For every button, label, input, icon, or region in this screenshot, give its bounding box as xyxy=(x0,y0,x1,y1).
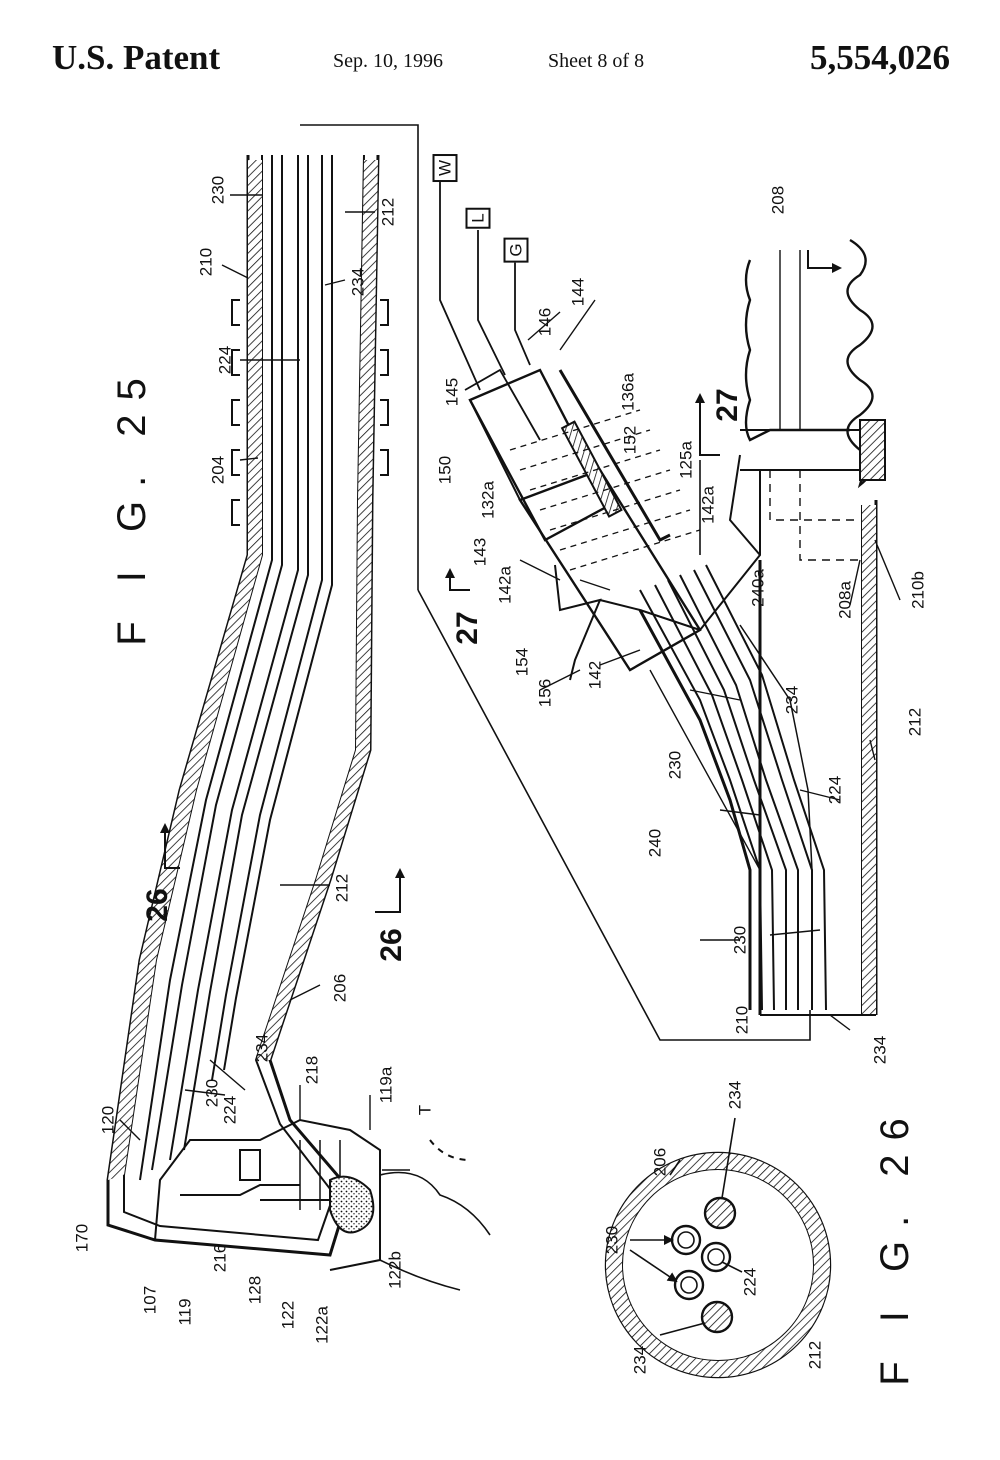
ref-119: 119 xyxy=(175,1298,195,1326)
section-mark-26-upper: 26 xyxy=(141,888,174,922)
ref-156: 156 xyxy=(535,678,555,708)
ref-218: 218 xyxy=(302,1055,322,1085)
ref-212-mid: 212 xyxy=(332,873,352,903)
ref-144: 144 xyxy=(568,277,588,307)
ref-122b: 122b xyxy=(385,1251,405,1289)
sheet-number: Sheet 8 of 8 xyxy=(548,50,645,72)
ref-119a: 119a xyxy=(376,1066,396,1104)
ref-146: 146 xyxy=(535,307,555,337)
ref-210-top: 210 xyxy=(196,247,216,277)
ref-234-mid: 234 xyxy=(782,685,802,715)
ref-152: 152 xyxy=(620,425,640,455)
wire-label-l: L xyxy=(465,207,491,229)
ref-224-top: 224 xyxy=(215,345,235,375)
ref-210: 210 xyxy=(732,1005,752,1035)
ref-132a: 132a xyxy=(478,481,498,519)
leader-lines xyxy=(119,194,901,1171)
ref-230-top: 230 xyxy=(208,175,228,205)
fig27-drawing xyxy=(417,180,886,1041)
ref-206: 206 xyxy=(330,973,350,1003)
ref-208a: 208a xyxy=(835,581,855,619)
ref-136a: 136a xyxy=(618,373,638,411)
ref-fig26-230: 230 xyxy=(602,1225,622,1255)
patent-number: 5,554,026 xyxy=(810,38,950,77)
ref-240: 240 xyxy=(645,828,665,858)
section-mark-26-lower: 26 xyxy=(375,928,408,962)
ref-210b: 210b xyxy=(908,571,928,609)
ref-240a: 240a xyxy=(748,569,768,607)
ref-fig26-206: 206 xyxy=(650,1147,670,1177)
ref-216: 216 xyxy=(210,1243,230,1273)
wire-label-g: G xyxy=(503,237,529,263)
fig25-drawing xyxy=(106,124,491,1291)
ref-204: 204 xyxy=(208,455,228,485)
ref-fig26-212: 212 xyxy=(805,1340,825,1370)
ref-125a: 125a xyxy=(676,441,696,479)
ref-150: 150 xyxy=(435,455,455,485)
patent-label: U.S. Patent xyxy=(52,38,221,77)
ref-224: 224 xyxy=(825,775,845,805)
ref-230-mid: 230 xyxy=(202,1078,222,1108)
patent-date: Sep. 10, 1996 xyxy=(333,50,443,72)
ref-230-low: 230 xyxy=(730,925,750,955)
ref-208: 208 xyxy=(768,185,788,215)
ref-230: 230 xyxy=(665,750,685,780)
ref-142a-left: 142a xyxy=(495,566,515,604)
ref-145: 145 xyxy=(442,377,462,407)
section-arrows xyxy=(160,250,842,913)
ref-212: 212 xyxy=(905,707,925,737)
ref-142a-right: 142a xyxy=(698,486,718,524)
ref-128: 128 xyxy=(245,1275,265,1305)
section-mark-27-lower: 27 xyxy=(451,611,484,645)
ref-120: 120 xyxy=(98,1105,118,1135)
ref-122: 122 xyxy=(278,1300,298,1330)
ref-154: 154 xyxy=(512,647,532,677)
ref-234-lower: 234 xyxy=(252,1033,272,1063)
ref-143: 143 xyxy=(470,537,490,567)
ref-fig26-234-bottom: 234 xyxy=(630,1345,650,1375)
ref-234-top: 234 xyxy=(348,267,368,297)
ref-212-top: 212 xyxy=(378,197,398,227)
ref-fig26-224: 224 xyxy=(740,1267,760,1297)
section-mark-27-upper: 27 xyxy=(711,388,744,422)
ref-107: 107 xyxy=(140,1285,160,1315)
ref-234-bottom: 234 xyxy=(870,1035,890,1065)
wire-label-w: W xyxy=(432,153,458,183)
ref-t: T xyxy=(415,1104,435,1116)
fig26-leaders xyxy=(629,1117,743,1336)
ref-122a: 122a xyxy=(312,1306,332,1344)
ref-142: 142 xyxy=(585,660,605,690)
ref-170: 170 xyxy=(72,1223,92,1253)
figure-title-fig-26: F I G. 26 xyxy=(873,1104,917,1386)
ref-224-lower: 224 xyxy=(220,1095,240,1125)
ref-fig26-234-top: 234 xyxy=(725,1080,745,1110)
fig26-drawing xyxy=(604,1151,832,1379)
figure-title-fig-25: F I G. 25 xyxy=(110,364,154,646)
